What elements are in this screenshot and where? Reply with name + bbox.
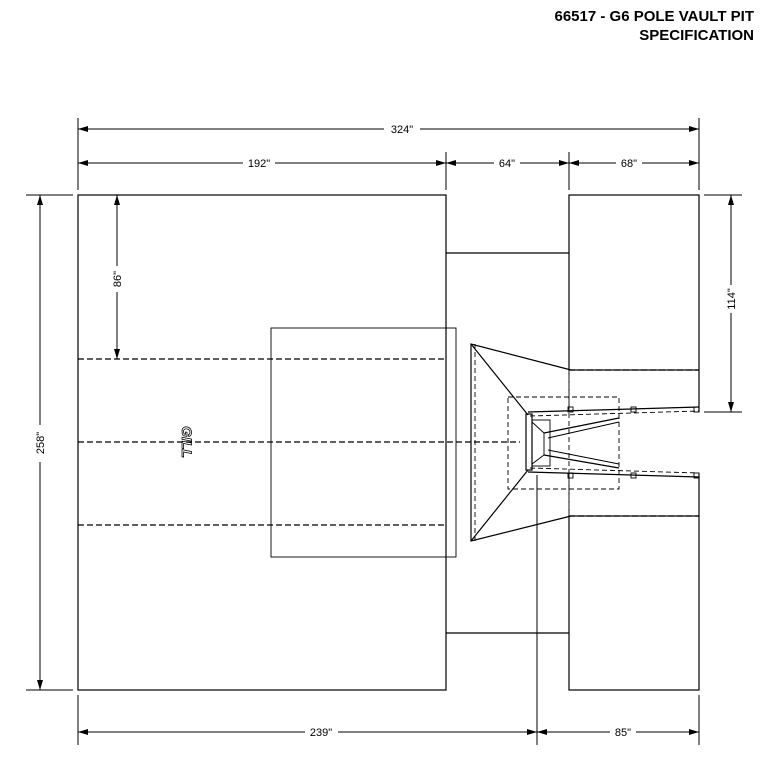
- dim-wing-width: 114": [726, 288, 738, 310]
- drawing-title: 66517 - G6 POLE VAULT PIT SPECIFICATION: [555, 7, 755, 45]
- dim-box-to-front: 239": [310, 727, 332, 739]
- dim-middle-length: 64": [499, 158, 515, 170]
- extension-lines: [26, 118, 742, 745]
- main-landing-pad: [77, 194, 520, 691]
- right-wing-bottom: [568, 474, 700, 691]
- dim-side-offset: 86": [112, 271, 124, 287]
- dim-overall-length: 324": [391, 124, 413, 136]
- middle-section: [445, 195, 570, 690]
- right-wing-top: [568, 194, 700, 412]
- vault-box-frame: [470, 343, 700, 542]
- top-mat: [270, 327, 457, 558]
- dim-main-pad-length: 192": [248, 158, 270, 170]
- title-line-1: 66517 - G6 POLE VAULT PIT: [554, 8, 755, 25]
- dim-overall-width: 258": [35, 432, 47, 454]
- dim-box-to-back: 85": [615, 727, 631, 739]
- gill-logo: GILL: [179, 426, 195, 458]
- title-line-2: SPECIFICATION: [639, 27, 754, 44]
- dim-wing-length: 68": [621, 158, 637, 170]
